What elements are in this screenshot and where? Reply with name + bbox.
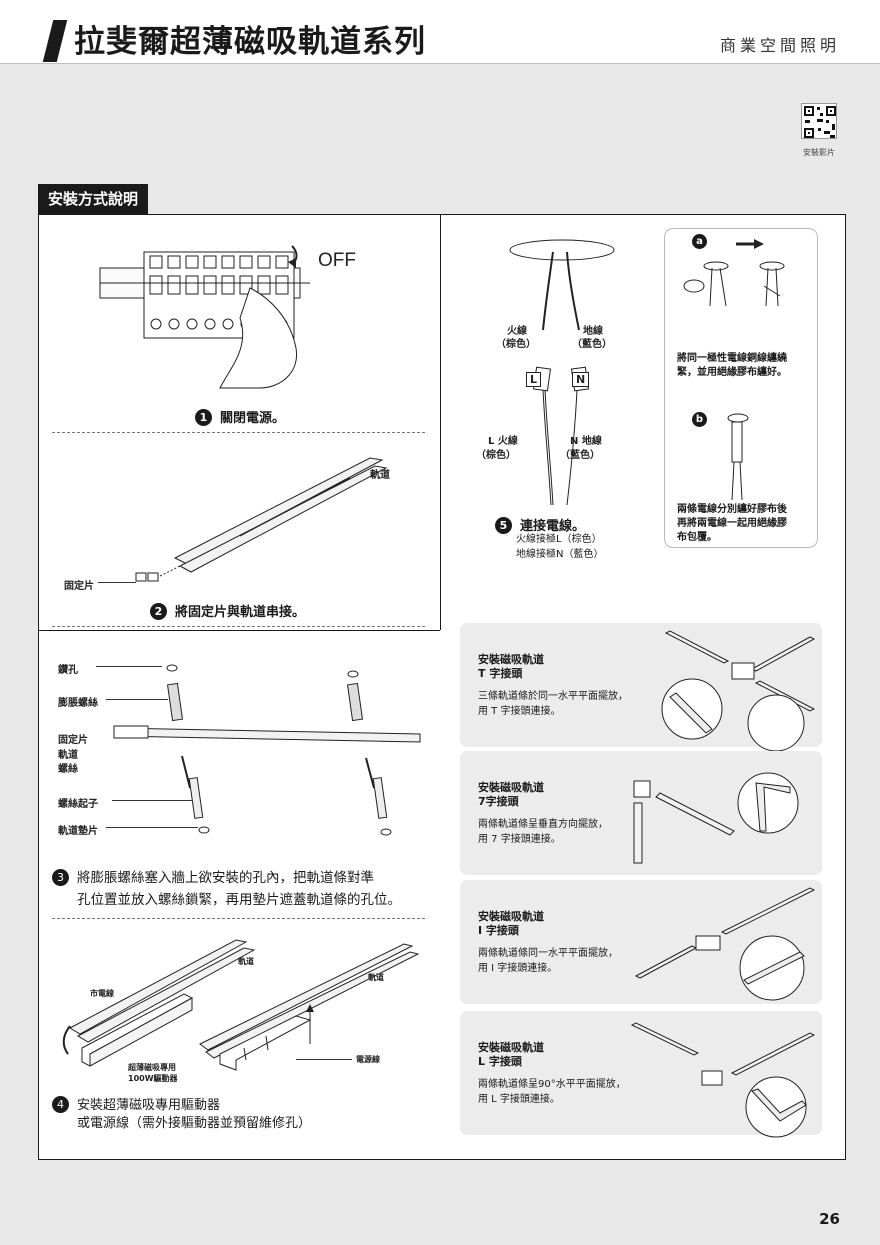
page-number: 26 <box>819 1210 840 1228</box>
step-4: 4 安裝超薄磁吸專用驅動器 或電源線（需外接驅動器並預留維修孔） <box>52 1096 311 1133</box>
hole-label: 鑽孔 <box>58 661 78 676</box>
step-1: 1 關閉電源。 <box>195 407 285 426</box>
rail-label: 軌道 <box>370 466 390 481</box>
live-color: （棕色） <box>496 335 536 350</box>
splice-a-illustration <box>680 236 810 326</box>
screw-label: 螺絲 <box>58 760 78 775</box>
s4-rail-a-label: 軌道 <box>238 956 254 967</box>
divider-1 <box>52 432 425 433</box>
neutral-color: （藍色） <box>572 335 612 350</box>
n-neutral-color: （藍色） <box>560 446 600 461</box>
power-cord-label: 電源線 <box>356 1054 380 1065</box>
off-label: OFF <box>318 250 356 272</box>
splice-a-line1: 將同一極性電線銅線纏繞 <box>677 352 787 366</box>
step-1-text: 關閉電源。 <box>220 411 285 426</box>
step-5-sub1: 火線接極L（棕色） <box>516 533 602 547</box>
splice-a-line2: 緊，並用絕緣膠布纏好。 <box>677 366 787 380</box>
splice-b-line1: 兩條電線分別纏好膠布後 <box>677 503 787 517</box>
divider-3 <box>52 918 425 919</box>
driver-power-label: 100W驅動器 <box>128 1073 178 1084</box>
step-2: 2 將固定片與軌道串接。 <box>150 601 305 620</box>
step-2-number: 2 <box>150 603 167 620</box>
l-live-color: （棕色） <box>476 446 516 461</box>
splice-b-illustration <box>720 412 760 502</box>
clip-label: 固定片 <box>64 577 94 592</box>
step-5: 5 連接電線。 <box>495 515 585 534</box>
l-live-label: L 火線 <box>488 432 518 447</box>
page-header: 拉斐爾超薄磁吸軌道系列 商業空間照明 <box>0 0 880 64</box>
step-4-number: 4 <box>52 1096 69 1113</box>
row-divider <box>38 630 440 631</box>
step-3-number: 3 <box>52 869 69 886</box>
tag-l: L <box>526 372 541 387</box>
n-neutral-label: N 地線 <box>570 432 602 447</box>
page-title: 拉斐爾超薄磁吸軌道系列 <box>74 16 426 61</box>
pad-label: 軌道墊片 <box>58 822 98 837</box>
driver-label: 螺絲起子 <box>58 795 98 810</box>
section-tab: 安裝方式說明 <box>38 184 148 214</box>
splice-b-line3: 布包覆。 <box>677 531 717 545</box>
step-4-line1: 安裝超薄磁吸專用驅動器 <box>77 1098 220 1113</box>
seven-connector-illustration <box>460 751 822 875</box>
page-category: 商業空間照明 <box>720 32 840 56</box>
step-4-line2: 或電源線（需外接驅動器並預留維修孔） <box>52 1115 311 1133</box>
power-cord-leader <box>296 1059 352 1060</box>
step-3-line1: 將膨脹螺絲塞入牆上欲安裝的孔內，把軌道條對準 <box>77 870 374 886</box>
driver-name-label: 超薄磁吸專用 <box>128 1062 176 1073</box>
mark-b: b <box>692 412 707 427</box>
column-divider <box>440 214 441 630</box>
step-3: 3 將膨脹螺絲塞入牆上欲安裝的孔內，把軌道條對準 孔位置並放入螺絲鎖緊，再用墊片遮… <box>52 867 401 911</box>
s4-rail-b-label: 軌道 <box>368 972 384 983</box>
anchor-label: 膨脹螺絲 <box>58 694 98 709</box>
tag-n: N <box>572 372 589 387</box>
step-1-number: 1 <box>195 409 212 426</box>
clip-leader <box>98 582 136 583</box>
wiring-illustration <box>505 240 625 510</box>
i-connector-illustration <box>460 880 822 1004</box>
splice-b-line2: 再將兩電線一起用絕緣膠 <box>677 517 787 531</box>
step-2-text: 將固定片與軌道串接。 <box>175 605 305 620</box>
step-5-text: 連接電線。 <box>520 519 585 534</box>
header-accent-bar <box>43 20 67 62</box>
mains-cable-label: 市電線 <box>90 988 114 999</box>
step-5-sub2: 地線接極N（藍色） <box>516 548 603 562</box>
s3-clip-label: 固定片 <box>58 731 88 746</box>
step-5-number: 5 <box>495 517 512 534</box>
qr-code-icon[interactable] <box>801 103 837 139</box>
qr-caption: 安裝影片 <box>794 147 844 158</box>
s3-rail-label: 軌道 <box>58 746 78 761</box>
l-connector-illustration <box>460 1011 822 1135</box>
t-connector-illustration <box>460 623 822 747</box>
mounting-illustration <box>110 660 430 840</box>
divider-2 <box>52 626 425 627</box>
step-3-line2: 孔位置並放入螺絲鎖緊，再用墊片遮蓋軌道條的孔位。 <box>52 889 401 911</box>
